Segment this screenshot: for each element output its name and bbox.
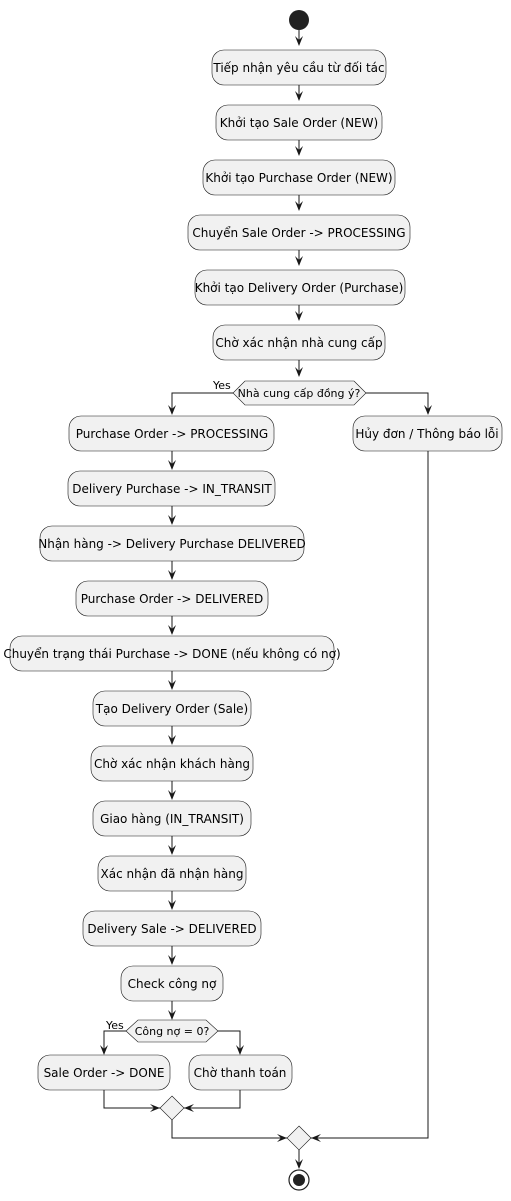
step-label: Purchase Order -> PROCESSING [76, 427, 268, 441]
step-box: Purchase Order -> DELIVERED [75, 580, 269, 617]
step-label: Chuyển trạng thái Purchase -> DONE (nếu … [3, 647, 340, 661]
step-box: Tạo Delivery Order (Sale) [92, 690, 252, 727]
step-label: Purchase Order -> DELIVERED [81, 592, 263, 606]
step-label: Xác nhận đã nhận hàng [101, 867, 244, 881]
branch-yes-label: Yes [105, 1019, 124, 1032]
step-box: Nhận hàng -> Delivery Purchase DELIVERED [38, 525, 306, 562]
step-box: Check công nợ [120, 965, 224, 1002]
step-box: Chờ xác nhận khách hàng [90, 745, 254, 782]
step-label: Tiếp nhận yêu cầu từ đối tác [212, 61, 384, 75]
arrowheads [100, 36, 432, 1169]
start-node [289, 10, 309, 30]
step-box: Sale Order -> DONE [37, 1054, 171, 1091]
merge-node-final [286, 1125, 312, 1151]
step-label: Hủy đơn / Thông báo lỗi [355, 427, 498, 441]
step-label: Tạo Delivery Order (Sale) [95, 702, 248, 716]
step-box: Khởi tạo Delivery Order (Purchase) [194, 269, 406, 306]
branch-yes-label: Yes [212, 379, 231, 392]
step-box-cancel: Hủy đơn / Thông báo lỗi [352, 415, 503, 452]
step-label: Chờ xác nhận nhà cung cấp [215, 336, 382, 350]
step-box: Chờ xác nhận nhà cung cấp [212, 324, 386, 361]
step-box: Delivery Sale -> DELIVERED [82, 910, 262, 947]
step-label: Sale Order -> DONE [44, 1066, 165, 1080]
decision-question: Công nợ = 0? [135, 1025, 210, 1038]
step-label: Khởi tạo Delivery Order (Purchase) [195, 281, 404, 295]
step-label: Giao hàng (IN_TRANSIT) [100, 812, 244, 826]
step-box: Khởi tạo Sale Order (NEW) [215, 104, 383, 141]
step-box: Xác nhận đã nhận hàng [97, 855, 247, 892]
step-box: Chuyển Sale Order -> PROCESSING [187, 214, 411, 251]
step-box: Tiếp nhận yêu cầu từ đối tác [211, 49, 387, 86]
step-box: Purchase Order -> PROCESSING [68, 415, 275, 452]
step-label: Nhận hàng -> Delivery Purchase DELIVERED [38, 537, 305, 551]
step-label: Khởi tạo Purchase Order (NEW) [205, 171, 392, 185]
step-label: Delivery Sale -> DELIVERED [87, 922, 256, 936]
step-box: Delivery Purchase -> IN_TRANSIT [67, 470, 276, 507]
merge-node-debt [159, 1095, 185, 1121]
end-node [288, 1169, 310, 1191]
decision-question: Nhà cung cấp đồng ý? [238, 387, 361, 400]
step-label: Delivery Purchase -> IN_TRANSIT [72, 482, 272, 496]
step-label: Chuyển Sale Order -> PROCESSING [192, 226, 405, 240]
decision-debt: Công nợ = 0? Yes [105, 1019, 219, 1043]
step-box: Giao hàng (IN_TRANSIT) [92, 800, 252, 837]
step-label: Check công nợ [128, 977, 217, 991]
step-label: Chờ thanh toán [194, 1066, 287, 1080]
step-box: Khởi tạo Purchase Order (NEW) [202, 159, 396, 196]
decision-supplier: Nhà cung cấp đồng ý? Yes [212, 379, 367, 406]
step-label: Khởi tạo Sale Order (NEW) [220, 116, 378, 130]
step-box: Chờ thanh toán [188, 1054, 293, 1091]
step-label: Chờ xác nhận khách hàng [94, 757, 250, 771]
step-box: Chuyển trạng thái Purchase -> DONE (nếu … [3, 635, 341, 672]
